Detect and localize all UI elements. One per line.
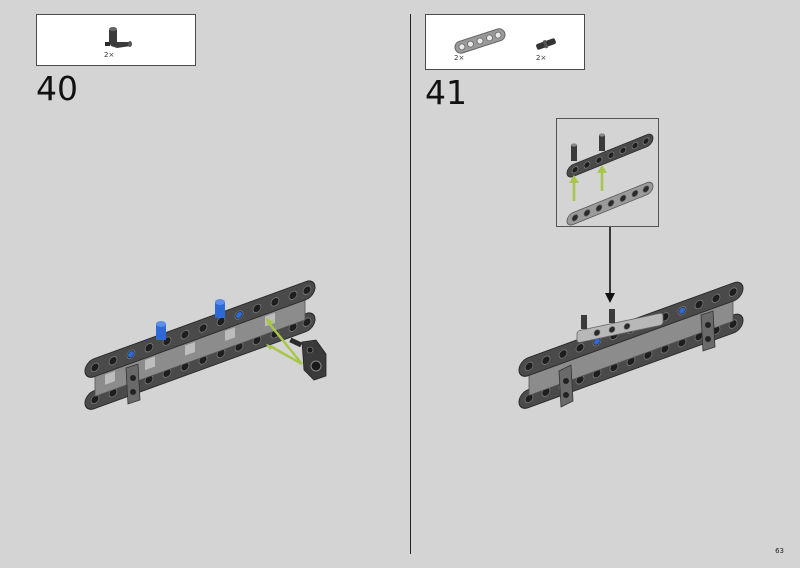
step-40-parts-box: 2× <box>36 14 196 66</box>
step-number-41: 41 <box>425 73 467 112</box>
step-41-parts-box: 2× 2× <box>425 14 585 70</box>
step-40-assembly-illustration <box>84 277 327 413</box>
black-angled-pin-part-icon <box>105 27 132 48</box>
axle-pin <box>599 133 605 151</box>
gray-beam-part-icon <box>454 28 506 54</box>
part-quantity: 2× <box>454 54 465 62</box>
blue-pin <box>156 321 166 340</box>
step-number-40: 40 <box>36 69 78 108</box>
page-number: 63 <box>775 547 784 555</box>
part-quantity: 2× <box>104 51 115 59</box>
black-angled-pin-part <box>289 337 327 381</box>
axle-pin <box>571 143 577 161</box>
dark-axle-pin-part-icon <box>536 38 556 50</box>
part-quantity: 2× <box>536 54 547 62</box>
step-41-assembly-illustration <box>518 278 744 412</box>
sub-assembly-callout <box>556 118 659 227</box>
sub-assembly-illustration <box>566 133 654 226</box>
callout-pointer-arrow <box>605 227 615 303</box>
blue-pin <box>215 299 225 318</box>
page-divider <box>410 14 411 554</box>
